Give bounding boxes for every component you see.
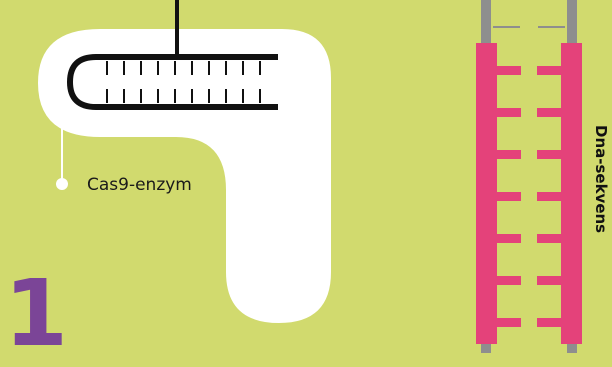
dna-strand-right xyxy=(561,43,582,344)
dna-sequence-label: Dna-sekvens xyxy=(592,125,610,233)
step-number: 1 xyxy=(4,268,68,360)
dna-strand-left xyxy=(476,43,497,344)
dna-rungs xyxy=(497,66,561,327)
cas9-pointer-dot xyxy=(56,178,68,190)
cas9-enzyme-label: Cas9-enzym xyxy=(87,175,192,195)
